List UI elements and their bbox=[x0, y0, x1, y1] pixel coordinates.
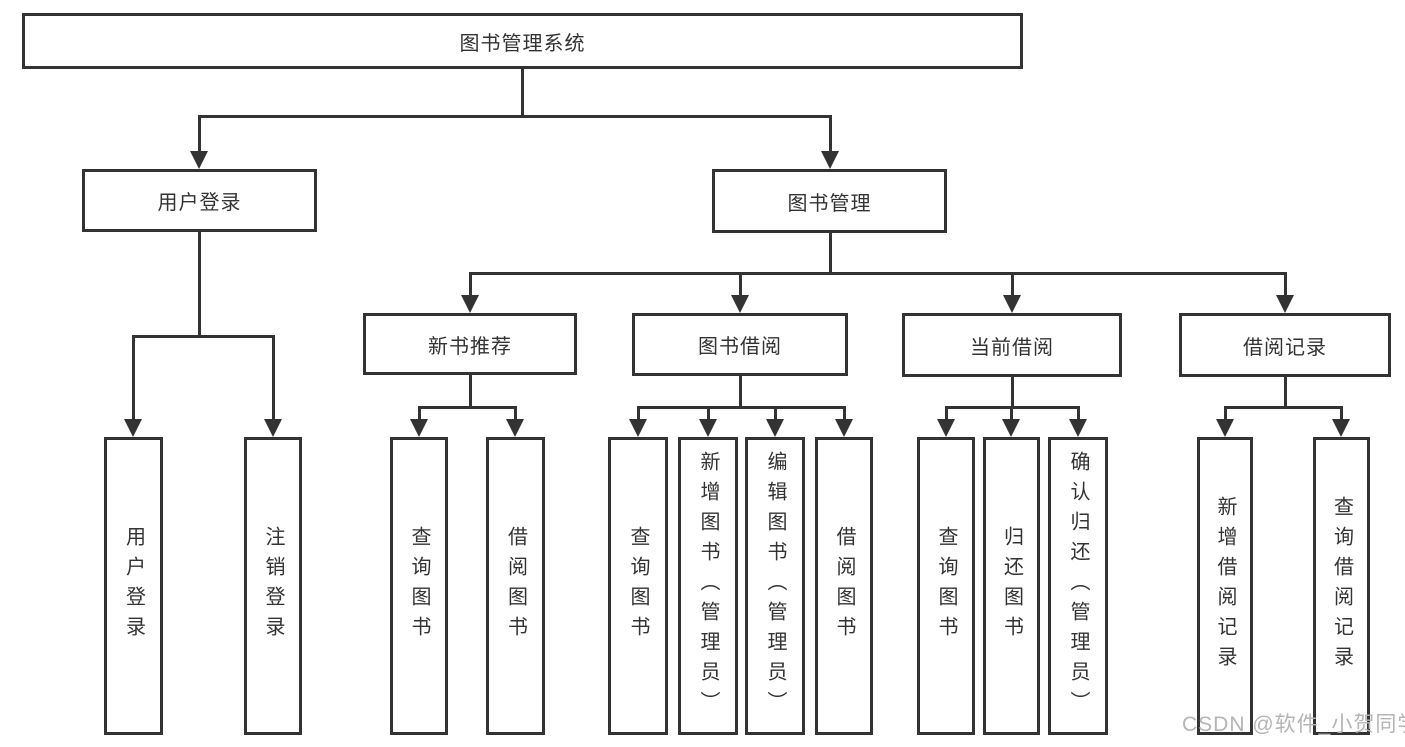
connector-hline bbox=[417, 406, 517, 409]
arrowhead-icon bbox=[731, 295, 749, 313]
connector-vline bbox=[417, 409, 421, 421]
connector-hline bbox=[944, 406, 1080, 409]
arrowhead-icon bbox=[1069, 419, 1087, 437]
arrowhead-icon bbox=[699, 419, 717, 437]
leaf-borrow-book: 借阅图书 bbox=[815, 437, 873, 735]
leaf-query-book-current: 查询图书 bbox=[917, 437, 975, 735]
node-borrow-records: 借阅记录 bbox=[1179, 313, 1391, 377]
connector-vline bbox=[197, 118, 201, 153]
connector-vline bbox=[636, 409, 640, 421]
arrowhead-icon bbox=[124, 419, 142, 437]
leaf-user-login: 用户登录 bbox=[104, 437, 163, 735]
connector-vline bbox=[738, 275, 742, 297]
arrowhead-icon bbox=[1276, 295, 1294, 313]
connector-vline bbox=[1010, 275, 1014, 297]
connector-hline bbox=[197, 115, 832, 118]
leaf-borrow-book-recommend: 借阅图书 bbox=[486, 437, 545, 735]
arrowhead-icon bbox=[1003, 295, 1021, 313]
leaf-add-book-admin: 新增图书（管理员） bbox=[678, 437, 738, 735]
connector-vline bbox=[197, 232, 201, 338]
leaf-add-borrow-record: 新增借阅记录 bbox=[1197, 437, 1253, 735]
connector-vline bbox=[468, 375, 472, 409]
arrowhead-icon bbox=[835, 419, 853, 437]
leaf-query-book-borrow: 查询图书 bbox=[608, 437, 668, 735]
connector-vline bbox=[1010, 377, 1014, 409]
node-user-login: 用户登录 bbox=[82, 169, 317, 232]
connector-vline bbox=[706, 409, 710, 421]
node-new-book-recommend: 新书推荐 bbox=[363, 313, 577, 375]
arrowhead-icon bbox=[766, 419, 784, 437]
connector-vline bbox=[842, 409, 846, 421]
leaf-logout: 注销登录 bbox=[244, 437, 302, 735]
node-book-management: 图书管理 bbox=[712, 169, 947, 233]
connector-vline bbox=[1009, 409, 1013, 421]
csdn-watermark: CSDN @软件_小贺同学 bbox=[1182, 713, 1405, 736]
connector-vline bbox=[1223, 409, 1227, 421]
connector-vline bbox=[1076, 409, 1080, 421]
arrowhead-icon bbox=[629, 419, 647, 437]
connector-vline bbox=[828, 233, 832, 275]
connector-hline bbox=[636, 406, 846, 409]
arrowhead-icon bbox=[1002, 419, 1020, 437]
connector-hline bbox=[468, 272, 1287, 275]
arrowhead-icon bbox=[190, 151, 208, 169]
leaf-confirm-return-admin: 确认归还（管理员） bbox=[1048, 437, 1108, 735]
connector-vline bbox=[773, 409, 777, 421]
connector-vline bbox=[1339, 409, 1343, 421]
leaf-query-book-recommend: 查询图书 bbox=[390, 437, 448, 735]
node-book-borrow: 图书借阅 bbox=[632, 313, 848, 376]
connector-hline bbox=[131, 335, 275, 338]
connector-vline bbox=[738, 376, 742, 409]
arrowhead-icon bbox=[1332, 419, 1350, 437]
arrowhead-icon bbox=[937, 419, 955, 437]
leaf-return-book: 归还图书 bbox=[983, 437, 1040, 735]
arrowhead-icon bbox=[506, 419, 524, 437]
arrowhead-icon bbox=[264, 419, 282, 437]
connector-vline bbox=[513, 409, 517, 421]
connector-vline bbox=[520, 69, 524, 118]
arrowhead-icon bbox=[1216, 419, 1234, 437]
connector-vline bbox=[828, 118, 832, 153]
connector-hline bbox=[1223, 406, 1343, 409]
connector-vline bbox=[468, 275, 472, 297]
arrowhead-icon bbox=[461, 295, 479, 313]
connector-vline bbox=[271, 338, 275, 421]
connector-vline bbox=[131, 338, 135, 421]
connector-vline bbox=[1283, 275, 1287, 297]
node-root: 图书管理系统 bbox=[22, 13, 1023, 69]
arrowhead-icon bbox=[821, 151, 839, 169]
leaf-edit-book-admin: 编辑图书（管理员） bbox=[745, 437, 805, 735]
arrowhead-icon bbox=[410, 419, 428, 437]
connector-vline bbox=[944, 409, 948, 421]
leaf-query-borrow-record: 查询借阅记录 bbox=[1313, 437, 1370, 735]
node-current-borrow: 当前借阅 bbox=[902, 313, 1122, 377]
connector-vline bbox=[1283, 377, 1287, 409]
